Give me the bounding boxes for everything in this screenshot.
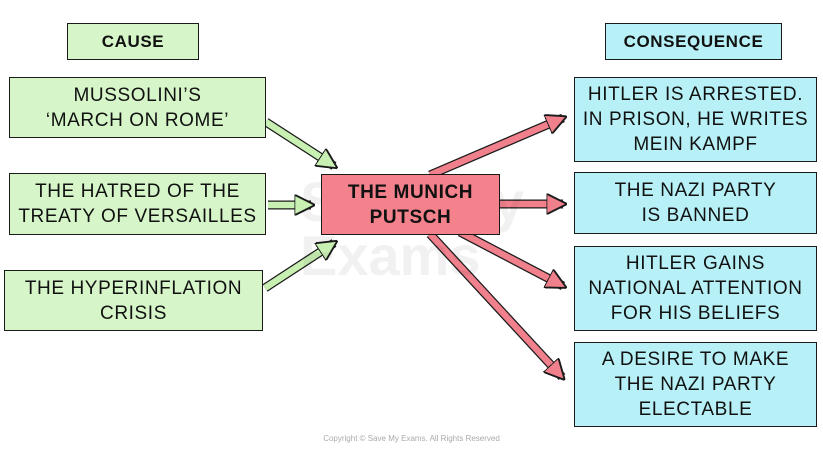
consequence-4-line-3: ELECTABLE [638, 399, 753, 420]
consequence-3-line-2: NATIONAL ATTENTION [588, 278, 803, 299]
cause-arrow-3 [262, 239, 334, 292]
cause-3-line-1: THE HYPERINFLATION [24, 277, 243, 299]
consequence-arrow-4 [426, 230, 562, 377]
cause-2-line-2: TREATY OF VERSAILLES [18, 206, 257, 227]
consequence-box-1: HITLER IS ARRESTED. IN PRISON, HE WRITES… [574, 77, 817, 162]
consequence-1-line-3: MEIN KAMPF [633, 134, 758, 155]
cause-1-line-2: ‘MARCH ON ROME’ [45, 109, 230, 131]
consequence-3-line-3: FOR HIS BELIEFS [610, 303, 781, 324]
consequence-3-line-1: HITLER GAINS [625, 253, 766, 274]
copyright-notice: Copyright © Save My Exams. All Rights Re… [323, 434, 500, 443]
consequence-1-line-1: HITLER IS ARRESTED. [587, 84, 804, 105]
cause-1-line-1: MUSSOLINI’S [73, 84, 202, 106]
consequence-arrow-1 [428, 113, 563, 180]
consequence-header: CONSEQUENCE [605, 23, 782, 60]
cause-2-line-1: THE HATRED OF THE [35, 181, 240, 202]
cause-arrow-1 [263, 118, 334, 170]
center-line-1: THE MUNICH [347, 181, 474, 203]
cause-box-2: THE HATRED OF THE TREATY OF VERSAILLES [9, 173, 266, 235]
consequence-box-4: A DESIRE TO MAKE THE NAZI PARTY ELECTABL… [574, 342, 817, 427]
cause-box-1: MUSSOLINI’S ‘MARCH ON ROME’ [9, 77, 266, 138]
cause-3-line-2: CRISIS [100, 302, 167, 324]
consequence-4-line-2: THE NAZI PARTY [614, 374, 777, 395]
consequence-4-line-1: A DESIRE TO MAKE [601, 349, 790, 370]
consequence-arrow-3 [457, 228, 563, 290]
center-line-2: PUTSCH [369, 206, 452, 228]
consequence-header-label: CONSEQUENCE [623, 32, 764, 51]
consequence-box-3: HITLER GAINS NATIONAL ATTENTION FOR HIS … [574, 246, 817, 331]
cause-box-3: THE HYPERINFLATION CRISIS [4, 270, 263, 331]
consequence-1-line-2: IN PRISON, HE WRITES [582, 109, 809, 130]
cause-header-label: CAUSE [101, 32, 165, 51]
center-event-box: THE MUNICH PUTSCH [321, 174, 500, 235]
consequence-box-2: THE NAZI PARTY IS BANNED [574, 172, 817, 234]
cause-header: CAUSE [67, 23, 199, 60]
consequence-2-line-1: THE NAZI PARTY [614, 180, 777, 201]
consequence-2-line-2: IS BANNED [641, 205, 750, 226]
